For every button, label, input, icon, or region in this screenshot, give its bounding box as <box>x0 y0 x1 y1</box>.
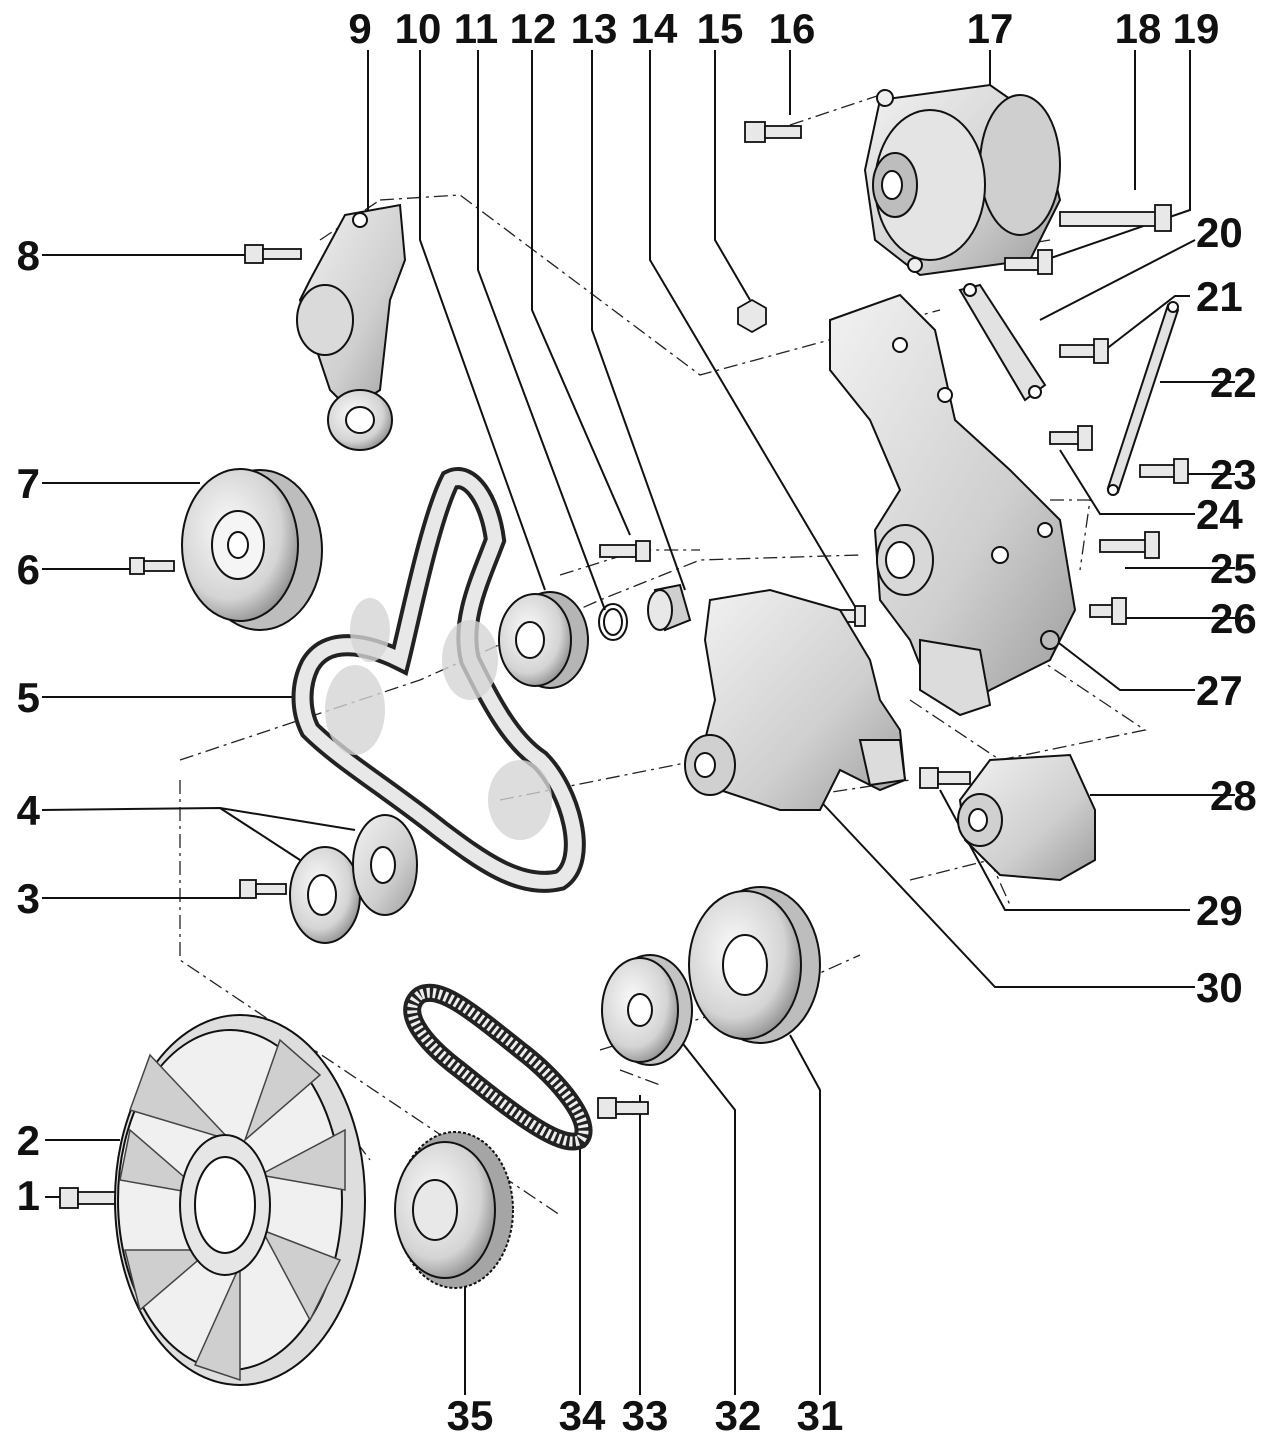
callout-23: 23 <box>1210 451 1257 498</box>
callout-17: 17 <box>966 5 1014 52</box>
callout-26: 26 <box>1210 595 1257 642</box>
ring-and-spacer <box>598 583 692 641</box>
hub-and-plate <box>289 814 418 944</box>
callout-14: 14 <box>630 5 678 52</box>
callout-35: 35 <box>446 1392 494 1439</box>
callout-5: 5 <box>16 674 40 721</box>
callout-11: 11 <box>453 5 499 52</box>
alternator <box>863 83 1062 277</box>
crank-pulley <box>181 468 323 631</box>
callout-19: 19 <box>1172 5 1220 52</box>
callout-1: 1 <box>16 1172 40 1219</box>
power-steering-pump <box>957 753 1096 882</box>
callout-13: 13 <box>570 5 618 52</box>
callout-22: 22 <box>1210 359 1257 406</box>
leader-lines <box>41 50 1235 1395</box>
callout-30: 30 <box>1196 964 1243 1011</box>
callout-31: 31 <box>796 1392 844 1439</box>
callout-27: 27 <box>1196 667 1243 714</box>
callout-21: 21 <box>1196 273 1243 320</box>
callout-25: 25 <box>1210 545 1257 592</box>
callout-10: 10 <box>394 5 442 52</box>
callout-34: 34 <box>558 1392 606 1439</box>
lower-pulleys <box>601 886 821 1066</box>
callout-24: 24 <box>1196 491 1243 538</box>
callout-12: 12 <box>509 5 557 52</box>
viscous-coupling <box>394 1131 514 1289</box>
callout-7: 7 <box>16 460 40 507</box>
callout-18: 18 <box>1114 5 1162 52</box>
callout-9: 9 <box>348 5 372 52</box>
idler-pulley <box>498 591 589 689</box>
water-pump <box>684 588 907 811</box>
callout-15: 15 <box>696 5 744 52</box>
links <box>958 283 1180 496</box>
bracket-main <box>829 293 1077 717</box>
callout-32: 32 <box>714 1392 762 1439</box>
tensioner <box>296 203 407 451</box>
callout-20: 20 <box>1196 209 1243 256</box>
callout-28: 28 <box>1210 772 1257 819</box>
callout-8: 8 <box>16 232 40 279</box>
callout-2: 2 <box>16 1117 40 1164</box>
callout-29: 29 <box>1196 887 1243 934</box>
callout-6: 6 <box>16 546 40 593</box>
v-belt <box>403 983 593 1151</box>
callout-4: 4 <box>16 787 40 834</box>
bolts <box>59 121 1189 1209</box>
callout-33: 33 <box>621 1392 669 1439</box>
poly-v-belt <box>291 467 586 893</box>
fan <box>114 1014 366 1386</box>
callout-16: 16 <box>768 5 816 52</box>
callout-3: 3 <box>16 875 40 922</box>
